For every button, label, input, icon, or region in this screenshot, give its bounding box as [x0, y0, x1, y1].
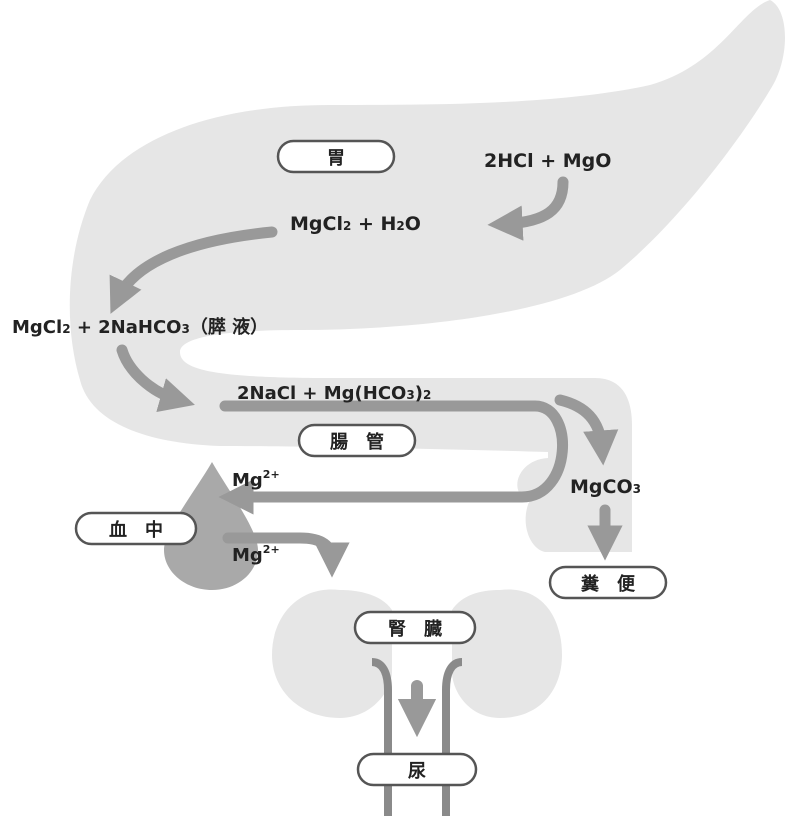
label-blood: 血 中 [74, 511, 198, 546]
left-ureter [371, 658, 392, 816]
arrow-mg-absorption [218, 400, 568, 515]
label-kidney: 腎 臓 [353, 610, 477, 645]
svg-text:尿: 尿 [408, 761, 426, 782]
right-ureter [442, 658, 463, 816]
left-kidney-shape [272, 589, 392, 718]
label-urine: 尿 [356, 752, 478, 787]
right-kidney-shape [452, 589, 562, 718]
label-stomach: 胃 [276, 139, 396, 174]
svg-text:糞 便: 糞 便 [580, 573, 636, 595]
arrow-to-kidney [222, 532, 350, 578]
formula-pancreas: MgCl2 + 2NaHCO3（膵 液） [12, 316, 268, 338]
formula-mg-ion-kidney: Mg2+ [232, 543, 280, 566]
formula-stomach-reactants: 2HCl + MgO [484, 150, 611, 172]
arrow-stomach-reaction [487, 176, 569, 241]
svg-text:腎 臓: 腎 臓 [388, 619, 442, 640]
label-feces: 糞 便 [548, 565, 668, 600]
stomach-shape [69, 0, 785, 552]
blood-drop-shape [164, 462, 258, 590]
arrow-to-intestine [116, 344, 195, 413]
svg-text:血 中: 血 中 [109, 519, 163, 541]
arrow-to-pancreas [109, 226, 278, 314]
formula-mgco3: MgCO3 [570, 476, 641, 498]
svg-text:胃: 胃 [327, 148, 345, 169]
formula-intestine-products: 2NaCl + Mg(HCO3)2 [237, 383, 431, 404]
svg-text:腸 管: 腸 管 [330, 431, 384, 453]
formula-stomach-products: MgCl2 + H2O [290, 213, 421, 235]
arrow-to-mgco3 [554, 394, 619, 466]
formula-mg-ion-blood: Mg2+ [232, 468, 280, 491]
label-intestine: 腸 管 [297, 423, 417, 458]
